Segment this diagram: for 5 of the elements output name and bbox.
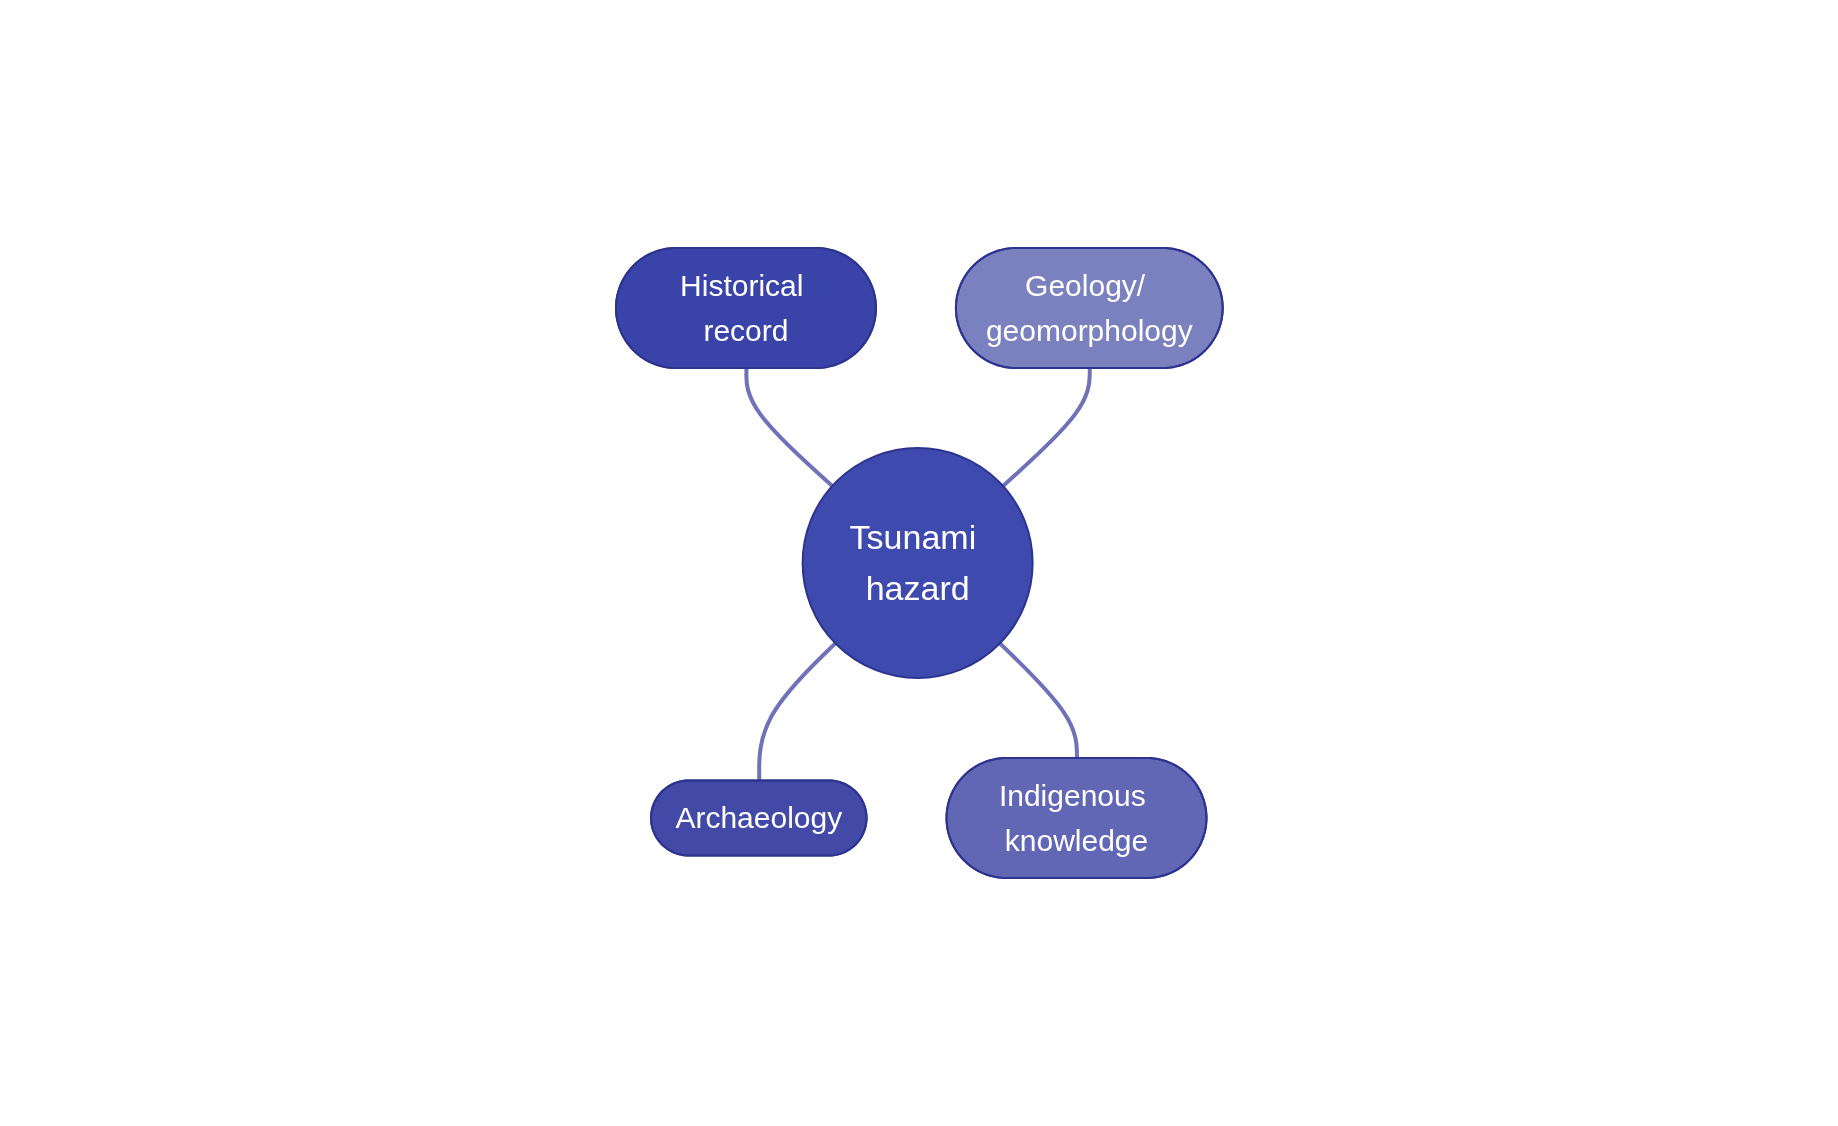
connector bbox=[1001, 368, 1092, 488]
node-circle: Tsunami hazard bbox=[801, 447, 1034, 679]
connector bbox=[756, 641, 837, 782]
connector bbox=[998, 641, 1079, 759]
connector bbox=[744, 368, 834, 488]
